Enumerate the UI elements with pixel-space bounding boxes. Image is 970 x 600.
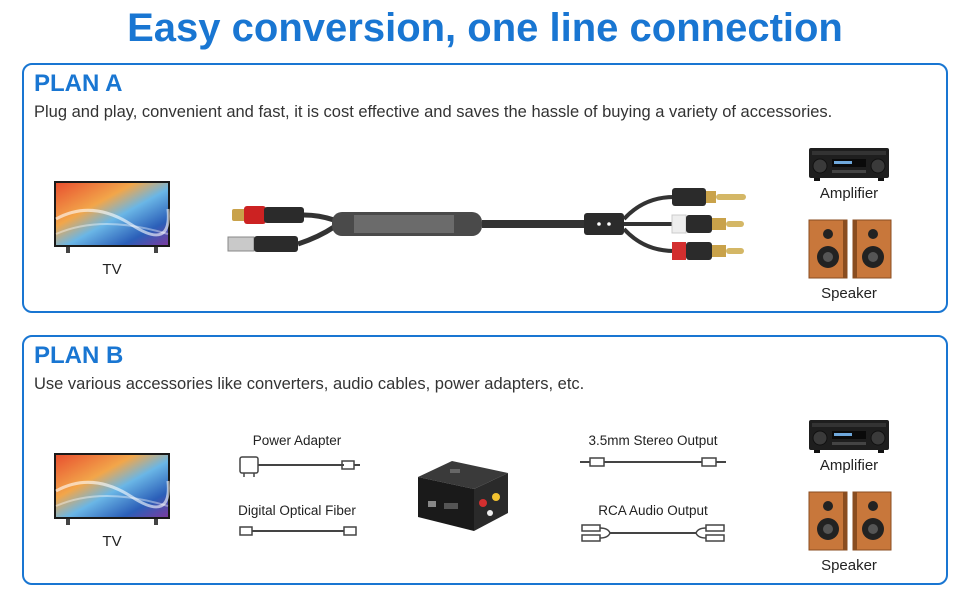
plan-b-heading: PLAN B [34,342,124,369]
plan-b-amplifier-label: Amplifier [819,457,879,474]
plan-a-amplifier-label: Amplifier [819,185,879,202]
rca-output-label: RCA Audio Output [598,503,708,518]
plan-a-heading: PLAN A [34,70,123,97]
power-adapter-label: Power Adapter [252,433,342,448]
plan-a-description: Plug and play, convenient and fast, it i… [34,103,833,121]
stereo-cable-icon [580,455,726,469]
amplifier-icon [808,419,890,453]
plan-b-speaker-label: Speaker [821,557,877,574]
optical-label: Digital Optical Fiber [238,503,356,518]
page-title: Easy conversion, one line connection [127,6,843,50]
speaker-icon [808,219,892,281]
plan-b-tv-label: TV [102,533,122,550]
tv-icon [52,451,172,531]
cable-icon [214,185,754,261]
tv-icon [52,179,172,259]
plan-a-tv-label: TV [102,261,122,278]
stereo-output-label: 3.5mm Stereo Output [588,433,718,448]
converter-box-icon [410,455,510,535]
plan-a-panel: PLAN A Plug and play, convenient and fas… [22,63,948,313]
speaker-icon [808,491,892,553]
plan-b-panel: PLAN B Use various accessories like conv… [22,335,948,585]
amplifier-icon [808,147,890,181]
optical-cable-icon [238,523,358,539]
rca-cable-icon [580,523,726,543]
power-adapter-icon [234,453,364,479]
plan-a-speaker-label: Speaker [821,285,877,302]
plan-b-description: Use various accessories like converters,… [34,375,585,393]
